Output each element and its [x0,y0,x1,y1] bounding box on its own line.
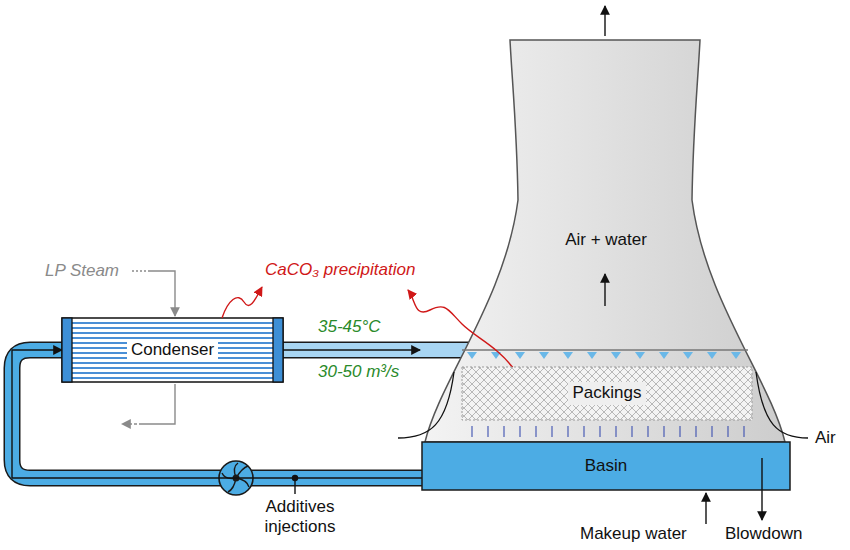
distribution-line [462,349,748,351]
steam-dotted-line [132,270,150,271]
air-inflow-curve [756,372,808,438]
label-holder: CaCO₃ precipitation [265,260,415,280]
node-label: Condenser [127,340,218,360]
condenser-box: Condenser [62,318,283,382]
condensate-arrow [122,423,142,424]
steam-label: LP Steam [45,261,119,280]
tower-shell [425,40,785,442]
blowdown-pipe [761,458,762,490]
injection-leader [294,480,295,494]
air-label: Air [815,428,836,447]
updraft-arrow [604,274,605,306]
label-holder: Air [815,428,836,448]
node-label: Air + water [565,230,647,250]
condenser-tubes [72,323,273,378]
label-holder: Blowdown [725,524,803,544]
precipitation-note: CaCO₃ precipitation [265,260,415,279]
condensate-line [142,384,175,424]
air-inflow-curve [398,372,454,438]
flow-connector [283,349,420,350]
precipitation-pointer [222,287,262,318]
packings-hatch [462,367,752,420]
condenser-end-cap [62,318,72,382]
packings-ground [462,367,752,420]
label-holder: LP Steam [45,261,119,281]
condenser-shell [62,318,283,382]
packings-zone: Packings [462,367,752,420]
temperature-label: 35-45°C [318,317,381,336]
precipitation-pointer [408,290,516,372]
blowdown-label: Blowdown [725,524,803,543]
hot-pipe-outline [280,342,472,359]
label-holder: 30-50 m³/s [318,362,399,382]
label-holder: 35-45°C [318,317,381,337]
spray-nozzles [467,352,741,359]
blowdown-arrow [761,490,762,520]
makeup-label: Makeup water [580,524,687,543]
hot-pipe [280,343,472,357]
flow-rate-label: 30-50 m³/s [318,362,399,381]
steam-inlet-arrow [150,271,175,316]
additives-label: Additives injections [245,497,355,538]
basin-water [422,442,790,490]
node-label: Basin [585,456,628,476]
cooling-tower: Air + water Packings [420,38,792,442]
condenser-end-cap [273,318,283,382]
exhaust-arrow [604,6,605,36]
rain-zone [472,426,744,437]
basin-band: Basin [422,442,790,490]
label-holder: Additives injections [245,497,355,538]
label-holder: Makeup water [580,524,687,544]
makeup-arrow [705,493,706,524]
node-label: Packings [568,382,647,404]
